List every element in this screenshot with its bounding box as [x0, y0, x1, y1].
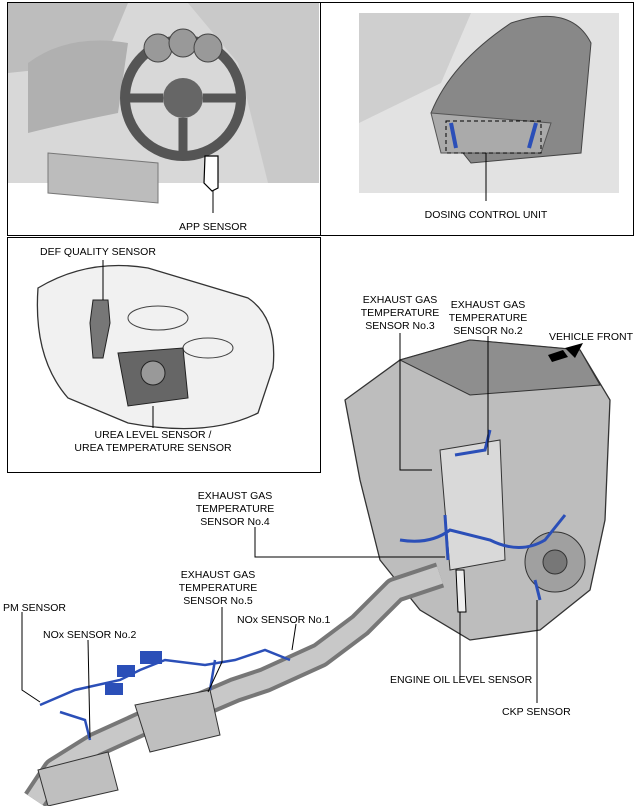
def-tank-illustration — [36, 260, 275, 430]
label-engine-oil-level-sensor: ENGINE OIL LEVEL SENSOR — [390, 674, 533, 686]
label-ckp-sensor: CKP SENSOR — [502, 706, 571, 718]
label-egt2-line1: EXHAUST GAS — [450, 299, 526, 311]
label-nox-sensor-1: NOx SENSOR No.1 — [237, 614, 331, 626]
leader-lines — [21, 333, 538, 739]
label-pm-sensor: PM SENSOR — [3, 602, 67, 614]
panel-dosing-control-unit: DOSING CONTROL UNIT — [320, 2, 634, 236]
label-nox-sensor-2: NOx SENSOR No.2 — [43, 629, 137, 641]
label-def-quality-sensor: DEF QUALITY SENSOR — [40, 246, 156, 258]
dpf-muffler — [134, 689, 221, 753]
label-app-sensor: APP SENSOR — [178, 221, 248, 233]
label-egt5-line1: EXHAUST GAS — [180, 569, 256, 581]
oil-level-sensor — [455, 569, 467, 613]
cabin-dashboard-illustration — [8, 3, 319, 213]
label-egt2-line2: TEMPERATURE — [448, 312, 528, 324]
label-egt3-line1: EXHAUST GAS — [362, 294, 438, 306]
panel-app-sensor: APP SENSOR — [7, 2, 321, 236]
accelerator-pedal — [203, 155, 219, 192]
panel-def-tank: DEF QUALITY SENSOR UREA LEVEL SENSOR / U… — [7, 237, 321, 473]
label-egt3-line3: SENSOR No.3 — [365, 320, 435, 332]
front-muffler — [37, 751, 119, 806]
label-egt5-line3: SENSOR No.5 — [183, 595, 253, 607]
label-egt4-line3: SENSOR No.4 — [200, 516, 270, 528]
engine-harness — [399, 429, 567, 601]
label-dosing-control-unit: DOSING CONTROL UNIT — [424, 209, 548, 221]
dosing-control-unit — [445, 120, 542, 154]
label-vehicle-front: VEHICLE FRONT — [549, 331, 634, 343]
label-egt4-line2: TEMPERATURE — [195, 503, 275, 515]
label-egt4-line1: EXHAUST GAS — [197, 490, 273, 502]
seat-floor-illustration — [359, 13, 619, 201]
label-urea-level-line2: UREA TEMPERATURE SENSOR — [74, 442, 232, 454]
arrow-icon — [548, 343, 583, 362]
catalytic-converter — [439, 439, 506, 571]
label-egt2-line3: SENSOR No.2 — [453, 325, 523, 337]
def-quality-sensor — [89, 299, 111, 359]
label-egt3-line2: TEMPERATURE — [360, 307, 440, 319]
label-egt5-line2: TEMPERATURE — [178, 582, 258, 594]
label-urea-level-line1: UREA LEVEL SENSOR / — [94, 429, 212, 441]
